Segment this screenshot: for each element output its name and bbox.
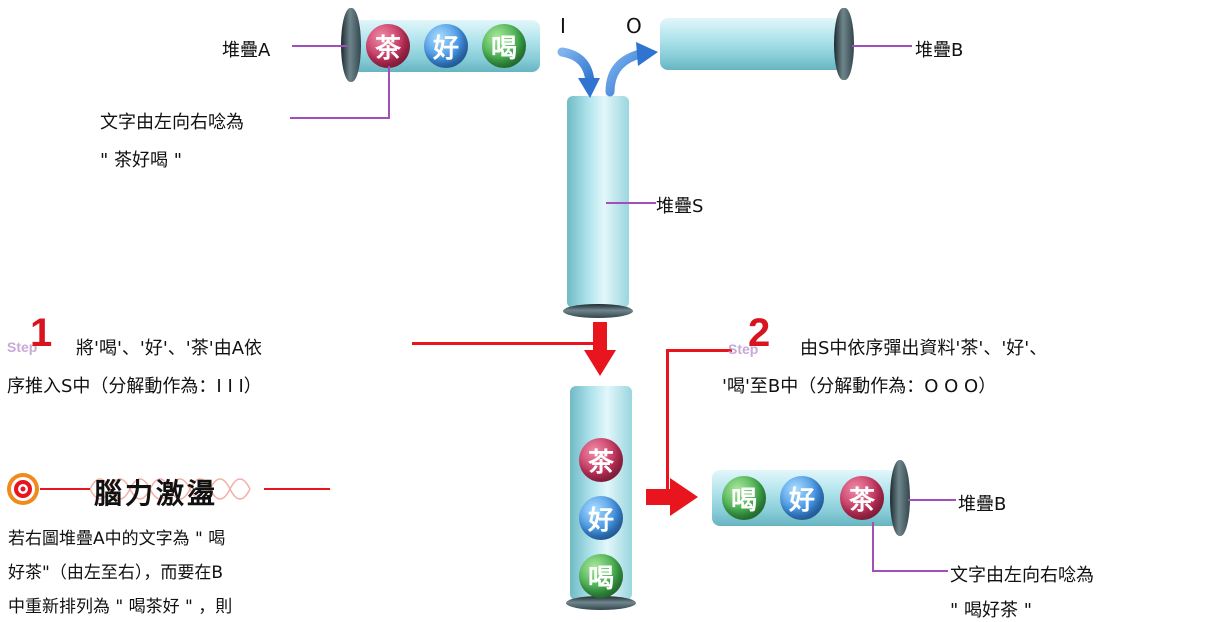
stack-a-end-cap xyxy=(341,8,361,82)
step1-line2: 序推入S中（分解動作為：I I I） xyxy=(7,376,262,397)
ball-tea: 茶 xyxy=(840,476,884,520)
brainstorm-line2: 好茶"（由左至右），而要在B xyxy=(8,563,223,583)
brainstorm-line3: 中重新排列為 " 喝茶好 " ，則 xyxy=(8,597,233,617)
stack-a-label: 堆疊A xyxy=(222,40,271,61)
right-arrow xyxy=(646,478,698,516)
note-bottom-callout-v xyxy=(872,522,874,572)
step2-connector-h-top xyxy=(668,349,732,352)
brainstorm-rule-left xyxy=(40,488,90,490)
ball-drink: 喝 xyxy=(482,24,526,68)
note-bottom-line1: 文字由左向右唸為 xyxy=(950,565,1094,586)
push-arrow xyxy=(557,47,600,98)
stack-b-top-label: 堆疊B xyxy=(915,40,964,61)
ball-drink: 喝 xyxy=(722,476,766,520)
step2-number: 2 xyxy=(748,311,771,355)
ball-tea: 茶 xyxy=(366,24,410,68)
note-top-callout-h xyxy=(290,117,390,119)
brainstorm-wave-decoration xyxy=(90,478,251,500)
stack-b-top-tube xyxy=(660,18,846,70)
stack-a-callout xyxy=(292,45,348,47)
label-i: I xyxy=(560,14,566,38)
step2-word: Step xyxy=(728,341,759,357)
ball-good: 好 xyxy=(424,24,468,68)
note-top-line2: " 茶好喝 " xyxy=(100,150,183,171)
step1-word: Step xyxy=(7,339,38,355)
brainstorm-line1: 若右圖堆疊A中的文字為 " 喝 xyxy=(8,529,226,549)
note-bottom-line2: " 喝好茶 " xyxy=(950,600,1033,621)
label-o: O xyxy=(626,14,642,38)
note-bottom-callout-h xyxy=(872,570,948,572)
stack-b-top-callout xyxy=(852,45,912,47)
brainstorm-target-icon xyxy=(7,473,39,505)
stack-b-top-end-cap xyxy=(834,8,854,80)
note-top-callout-v xyxy=(388,66,390,119)
ball-tea: 茶 xyxy=(579,438,623,482)
stack-s-callout xyxy=(606,202,656,204)
brainstorm-title: 腦力激盪 xyxy=(94,477,219,510)
step1-connector xyxy=(412,342,598,345)
step1-line1: 將'喝'、'好'、'茶'由A依 xyxy=(76,338,263,359)
step2-connector-v xyxy=(666,349,669,497)
stack-s-filled-bottom-cap xyxy=(566,596,636,610)
step2-line1: 由S中依序彈出資料'茶'、'好'、 xyxy=(800,338,1048,359)
step1-number: 1 xyxy=(30,311,53,355)
stack-b-bottom-callout xyxy=(908,499,956,501)
push-pop-arrows xyxy=(557,42,658,98)
stack-b-bottom-label: 堆疊B xyxy=(958,494,1007,515)
pop-arrow xyxy=(605,42,658,97)
step2-line2: '喝'至B中（分解動作為：O O O） xyxy=(722,376,997,397)
stack-s-label: 堆疊S xyxy=(656,196,704,217)
ball-good: 好 xyxy=(780,476,824,520)
ball-good: 好 xyxy=(579,496,623,540)
stack-s-bottom-cap xyxy=(563,304,633,318)
down-arrow xyxy=(584,322,616,376)
note-top-line1: 文字由左向右唸為 xyxy=(100,112,244,133)
stack-b-bottom-end-cap xyxy=(890,460,910,536)
ball-drink: 喝 xyxy=(579,554,623,598)
brainstorm-rule-right xyxy=(264,488,330,490)
